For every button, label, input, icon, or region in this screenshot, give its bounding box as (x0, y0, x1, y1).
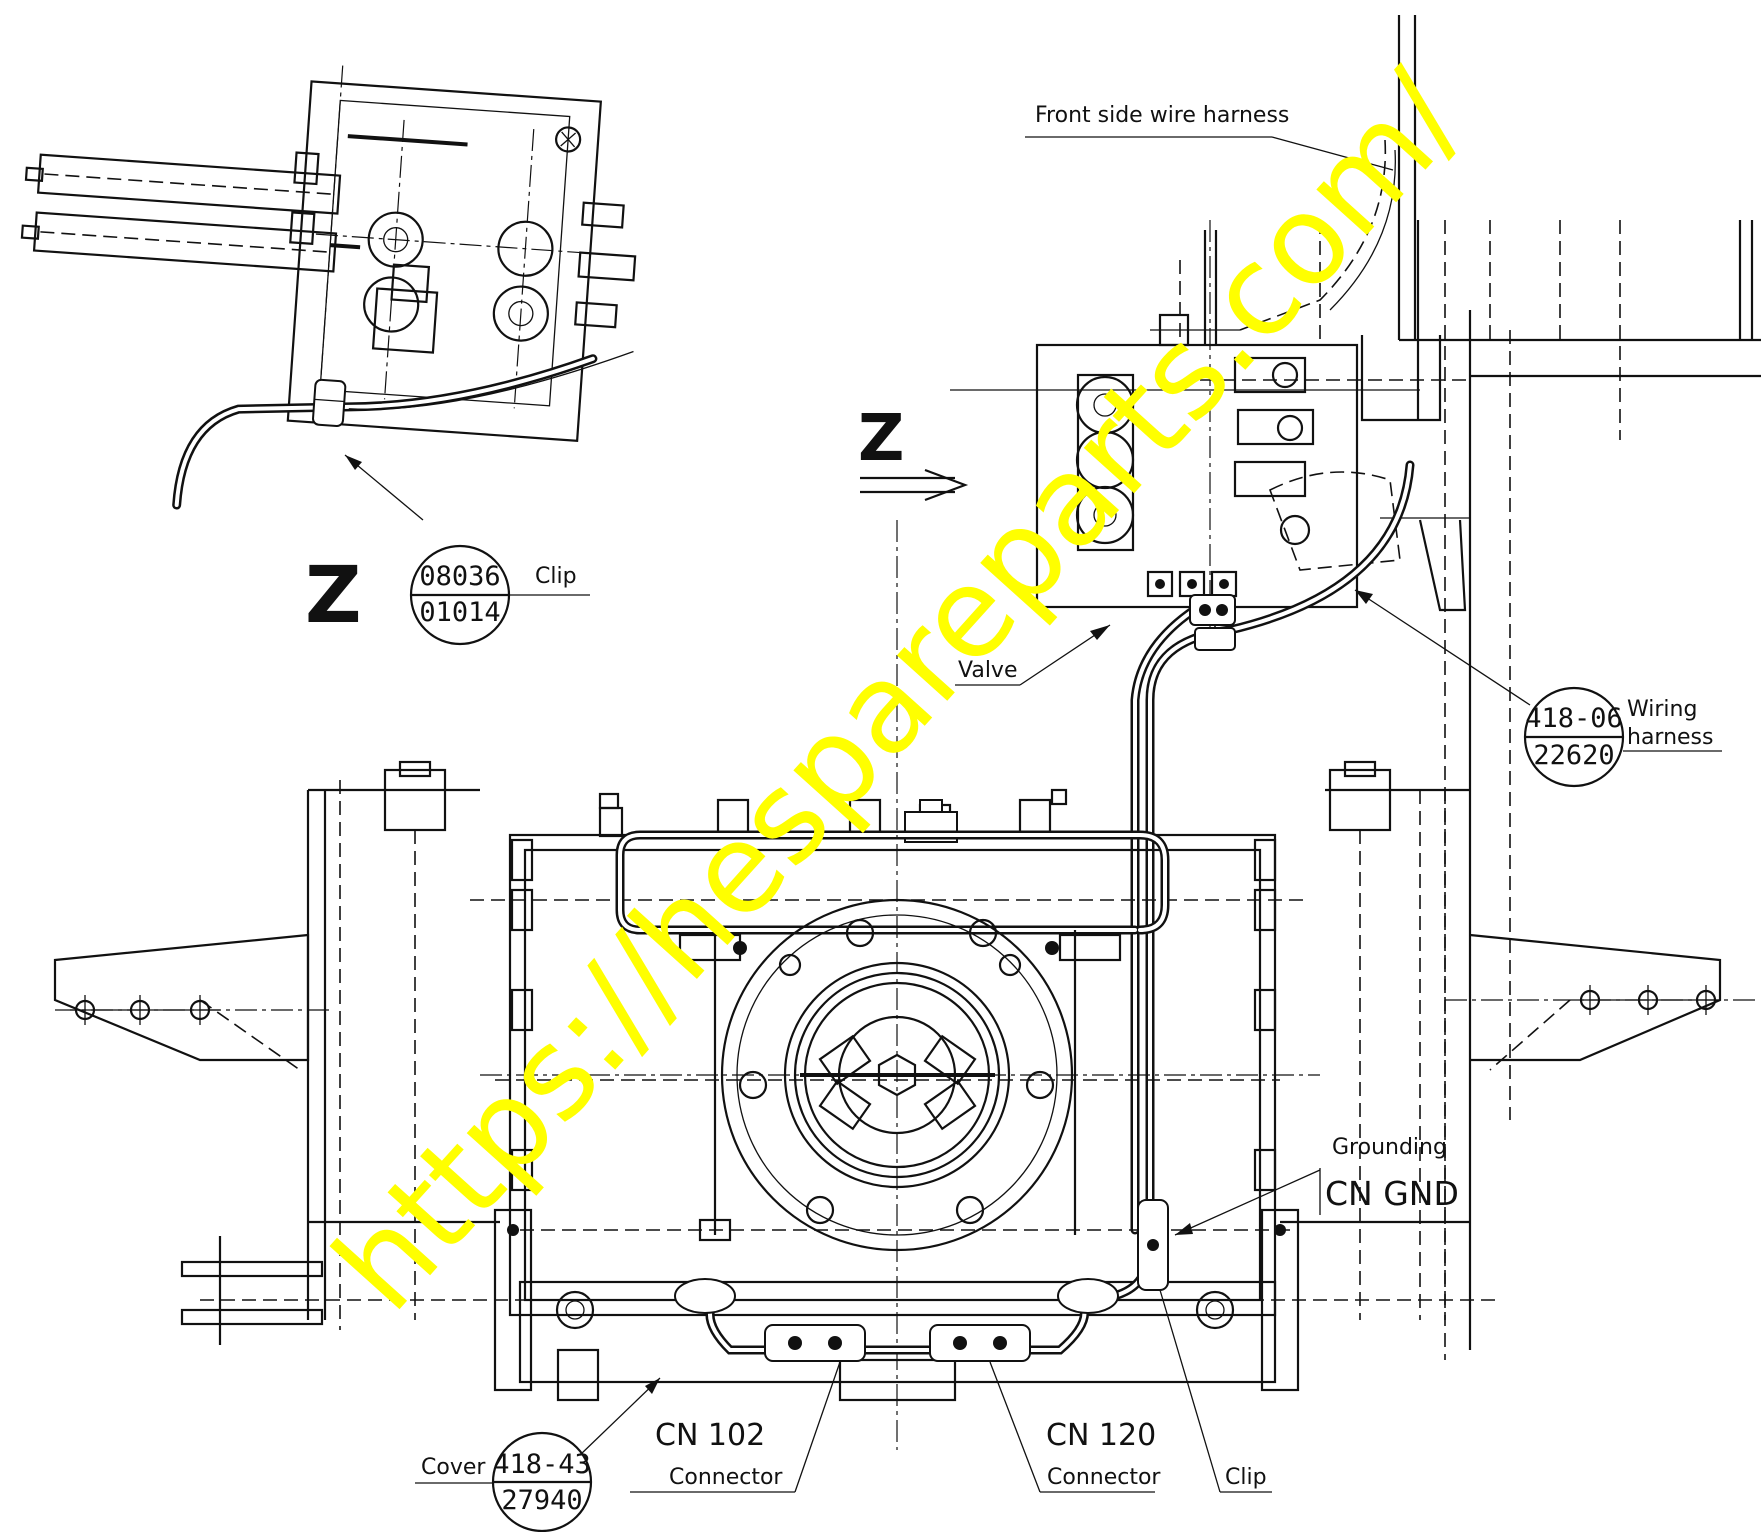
part-number-wiring-harness-top: 418-06 (1525, 703, 1623, 734)
cn120-name-label: Connector (1047, 1465, 1161, 1490)
bottom-cover-assembly (493, 1199, 1300, 1402)
arm-pins-left (70, 995, 220, 1025)
watermark-url: https://hespareparts.com/ (307, 46, 1490, 1338)
cover-label: Cover (421, 1455, 486, 1480)
clip-inset-label: Clip (535, 564, 577, 589)
part-number-clip-top: 08036 (419, 561, 500, 592)
grounding-label: Grounding (1332, 1135, 1447, 1160)
view-arrow (860, 468, 969, 502)
front-harness-label: Front side wire harness (1035, 103, 1289, 128)
part-number-cover-bottom: 27940 (501, 1485, 582, 1516)
arm-pins-right (1575, 985, 1720, 1015)
connector-cn120-body (929, 1324, 1031, 1362)
wiring-harness-label-line1: Wiring (1627, 697, 1697, 722)
view-arrow-label: Z (858, 402, 904, 476)
inset-detail-view (20, 65, 637, 510)
part-number-cover-top: 418-43 (493, 1449, 591, 1480)
clip-bottom-label: Clip (1225, 1465, 1267, 1490)
cn102-code-label: CN 102 (655, 1418, 765, 1453)
part-number-clip: 08036 01014 (409, 544, 511, 646)
connector-cn102-body (764, 1324, 866, 1362)
cn102-name-label: Connector (669, 1465, 783, 1490)
leader-wiring-harness (1354, 589, 1531, 706)
transmission-housing (53, 760, 1760, 1345)
wiring-harness-label-line2: harness (1627, 725, 1714, 750)
part-number-clip-bottom: 01014 (419, 597, 500, 628)
cn-gnd-label: CN GND (1325, 1174, 1459, 1213)
cn120-code-label: CN 120 (1046, 1418, 1156, 1453)
part-number-wiring-harness-bottom: 22620 (1533, 740, 1614, 771)
part-number-wiring-harness: 418-06 22620 (1523, 686, 1625, 788)
inset-view-label: Z (305, 551, 362, 641)
valve-label: Valve (958, 658, 1018, 683)
part-number-cover: 418-43 27940 (491, 1431, 593, 1532)
wire-harness-routing (1130, 139, 1415, 1235)
